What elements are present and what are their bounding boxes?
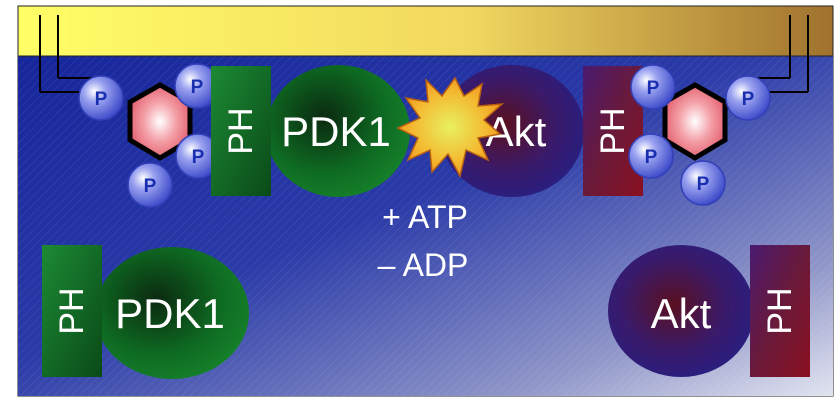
- pdk1-ph-label: PH: [222, 107, 260, 154]
- pdk1-ph-domain: [42, 245, 102, 377]
- pdk1-ph-label: PH: [53, 287, 91, 334]
- atp-label: + ATP: [382, 199, 468, 235]
- bottom-akt: PH Akt: [608, 245, 810, 377]
- left-phosphate-4: P: [127, 162, 173, 208]
- phosphate-label: P: [192, 147, 205, 168]
- akt-kinase-domain: [608, 245, 754, 377]
- phosphorylation-burst-icon: [396, 76, 505, 179]
- bottom-pdk1: PH PDK1: [42, 245, 249, 379]
- phosphate-label: P: [645, 147, 658, 168]
- membrane: [17, 5, 834, 57]
- right-pip3-headgroup: P P P P: [628, 64, 771, 206]
- phosphate-label: P: [742, 89, 755, 110]
- adp-label: – ADP: [378, 247, 469, 283]
- phosphate-label: P: [647, 78, 660, 99]
- phosphate-label: P: [95, 89, 108, 110]
- phosphate-label: P: [697, 174, 710, 195]
- phosphate-label: P: [191, 77, 204, 98]
- top-pdk1: PH PDK1: [211, 65, 410, 197]
- pdk1-label: PDK1: [115, 290, 225, 337]
- pdk1-kinase-domain: [95, 247, 249, 379]
- akt-label: Akt: [651, 290, 712, 337]
- right-inositol-ring: [662, 82, 728, 161]
- right-phosphate-4: P: [680, 160, 726, 206]
- akt-ph-label: PH: [761, 287, 799, 334]
- pdk1-kinase-domain: [266, 65, 410, 197]
- pdk1-ph-domain: [211, 66, 271, 196]
- left-phosphate-2: P: [174, 63, 220, 109]
- pdk1-label: PDK1: [281, 108, 391, 155]
- right-phosphate-3: P: [628, 133, 674, 179]
- right-phosphate-1: P: [630, 64, 676, 110]
- akt-ph-label: PH: [594, 107, 632, 154]
- phosphate-label: P: [144, 176, 157, 197]
- akt-ph-domain: [750, 245, 810, 377]
- left-phosphate-1: P: [78, 75, 124, 121]
- right-phosphate-2: P: [725, 75, 771, 121]
- left-pip3-headgroup: P P P P: [78, 63, 221, 208]
